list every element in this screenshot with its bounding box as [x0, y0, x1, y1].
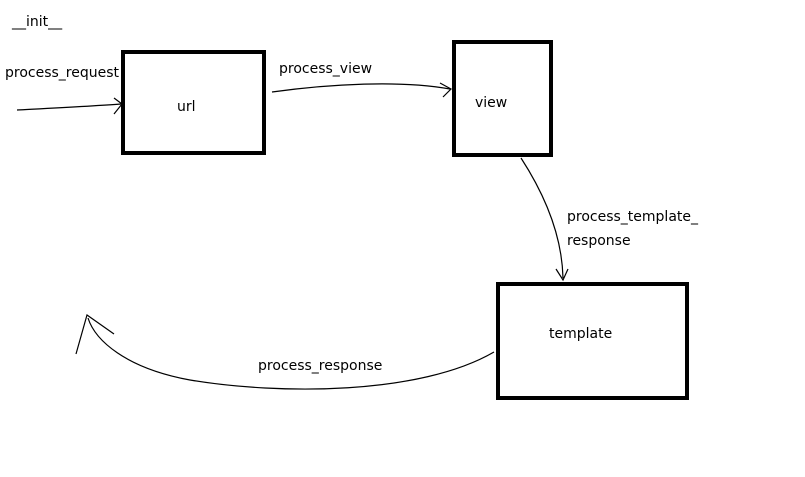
template-node-label: template: [549, 326, 612, 342]
process-template-label-line1: process_template_: [567, 209, 699, 225]
process-request-label: process_request: [5, 65, 120, 81]
process-request-arrow: [16, 103, 122, 111]
process-template-label-line2: response: [567, 233, 631, 249]
process-view-arrowhead: [439, 82, 452, 98]
process-template-response-arrow: [520, 157, 564, 279]
process-view-label: process_view: [279, 61, 372, 77]
template-node: [496, 282, 689, 400]
process-request-arrowhead: [113, 97, 123, 115]
view-node-label: view: [475, 95, 507, 111]
url-node-label: url: [177, 99, 196, 115]
process-response-label: process_response: [258, 358, 382, 374]
process-view-arrow: [271, 83, 451, 93]
process-response-arrow: [87, 317, 495, 390]
url-node: [121, 50, 266, 155]
init-label: __init__: [11, 14, 63, 30]
process-response-arrowhead: [75, 314, 115, 355]
process-template-response-arrowhead: [555, 268, 569, 282]
view-node: [452, 40, 553, 157]
